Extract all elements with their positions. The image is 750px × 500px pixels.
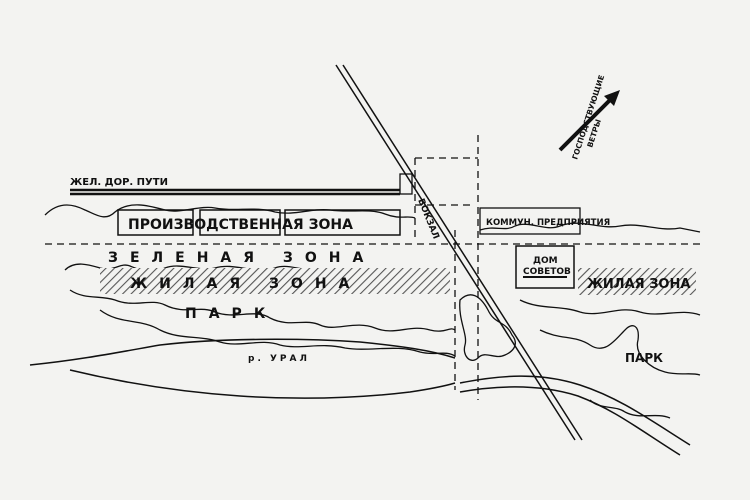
prevailing-wind-arrow-icon: [558, 90, 620, 152]
zone-boundaries: [45, 135, 700, 400]
railway-track: [70, 188, 400, 196]
station-building: [399, 173, 413, 195]
residential-zone-right-label: ЖИЛАЯ ЗОНА: [587, 277, 690, 292]
residential-zone-left-area: [100, 268, 450, 294]
residential-zone-right-area: [578, 268, 696, 295]
house-of-soviets: [515, 245, 575, 289]
communal-enterprises: [479, 207, 581, 235]
soviets-house-label-line1: ДОМ: [533, 256, 558, 266]
station-label: ВОКЗАЛ: [415, 197, 440, 240]
railway-label: ЖЕЛ. ДОР. ПУТИ: [70, 177, 168, 188]
terrain-outlines: [44, 204, 701, 419]
residential-zone-left-label: ЖИЛАЯ ЗОНА: [130, 276, 361, 292]
communal-label: КОММУН. ПРЕДПРИЯТИЯ: [486, 218, 610, 228]
industrial-zone-label: ПРОИЗВОДСТВЕННАЯ ЗОНА: [128, 217, 353, 233]
park-right-label: ПАРК: [625, 351, 663, 365]
park-left-label: ПАРК: [185, 306, 277, 322]
soviets-house-label-line2: СОВЕТОВ: [523, 267, 571, 277]
river-label: р. УРАЛ: [248, 354, 310, 364]
green-zone-label: ЗЕЛЕНАЯ ЗОНА: [108, 250, 375, 266]
industrial-zone: [117, 209, 401, 236]
ural-river: [29, 338, 691, 456]
